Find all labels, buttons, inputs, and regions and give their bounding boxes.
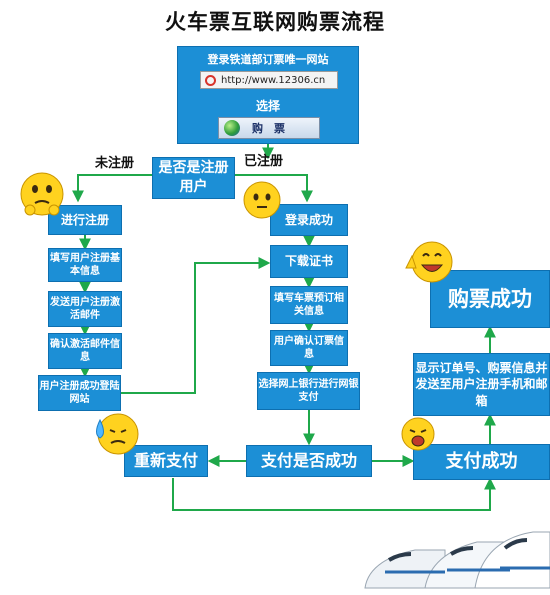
pay-decision: 支付是否成功 bbox=[246, 445, 372, 477]
address-bar[interactable]: http://www.12306.cn bbox=[200, 71, 338, 89]
unregistered-label: 未注册 bbox=[95, 156, 135, 171]
url-text: http://www.12306.cn bbox=[221, 74, 326, 86]
cheering-face-icon bbox=[405, 241, 453, 283]
buy-success-box: 购票成功 bbox=[430, 270, 550, 328]
step-fill-booking: 填写车票预订相关信息 bbox=[270, 286, 348, 324]
website-panel: 登录铁道部订票唯一网站 http://www.12306.cn 选择 购 票 bbox=[177, 46, 359, 144]
calm-face-icon bbox=[243, 181, 281, 219]
arrow-login-to-loginsuccess bbox=[121, 257, 271, 394]
repay-box: 重新支付 bbox=[124, 445, 208, 477]
step-login-success: 登录成功 bbox=[270, 204, 348, 236]
select-label: 选择 bbox=[255, 99, 280, 113]
arrow-registered bbox=[235, 174, 313, 203]
registered-decision: 是否是注册用户 bbox=[152, 157, 235, 199]
page-title: 火车票互联网购票流程 bbox=[165, 10, 385, 34]
website-heading: 登录铁道部订票唯一网站 bbox=[207, 53, 329, 66]
step-download-cert: 下载证书 bbox=[270, 245, 348, 278]
globe-icon bbox=[224, 120, 240, 136]
high-speed-train-icon bbox=[364, 531, 550, 589]
worried-face-icon bbox=[20, 172, 64, 216]
step-send-activation: 发送用户注册激活邮件 bbox=[48, 291, 122, 327]
registered-label: 已注册 bbox=[244, 154, 284, 169]
step-register: 进行注册 bbox=[48, 205, 122, 235]
step-confirm-booking: 用户确认订票信息 bbox=[270, 330, 348, 366]
sweating-face-icon bbox=[96, 413, 139, 455]
arrow-unregistered bbox=[72, 174, 152, 203]
arrow-repay-loop bbox=[172, 477, 496, 511]
step-register-success: 用户注册成功登陆网站 bbox=[38, 375, 121, 411]
site-logo-icon bbox=[205, 74, 216, 86]
crying-face-icon bbox=[401, 417, 435, 451]
step-confirm-activation: 确认激活邮件信息 bbox=[48, 333, 122, 369]
show-order-box: 显示订单号、购票信息并发送至用户注册手机和邮箱 bbox=[413, 353, 550, 416]
step-fill-basic-info: 填写用户注册基本信息 bbox=[48, 248, 122, 282]
step-online-payment: 选择网上银行进行网银支付 bbox=[257, 372, 360, 410]
buy-ticket-button[interactable]: 购 票 bbox=[218, 117, 320, 139]
buy-ticket-label: 购 票 bbox=[252, 122, 285, 135]
pay-success-box: 支付成功 bbox=[413, 444, 550, 480]
